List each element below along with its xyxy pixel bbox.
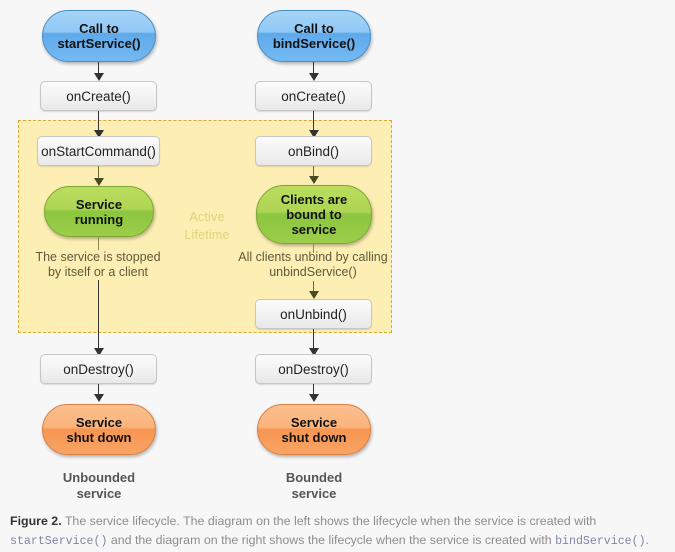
connector — [98, 62, 100, 75]
arrowhead-icon — [309, 130, 319, 138]
node-right-on-create: onCreate() — [255, 81, 372, 111]
arrowhead-icon — [94, 394, 104, 402]
caption-text-2: and the diagram on the right shows the l… — [107, 533, 556, 547]
node-on-start-command: onStartCommand() — [37, 136, 160, 166]
connector — [313, 244, 315, 253]
connector — [98, 111, 100, 133]
arrowhead-icon — [309, 394, 319, 402]
arrowhead-icon — [94, 348, 104, 356]
node-on-bind: onBind() — [255, 136, 372, 166]
figure-number: Figure 2. — [10, 514, 62, 528]
connector — [313, 281, 315, 296]
caption-text-1: The service lifecycle. The diagram on th… — [61, 514, 597, 528]
node-on-unbind: onUnbind() — [255, 299, 372, 329]
connector — [98, 166, 100, 184]
arrowhead-icon — [309, 348, 319, 356]
node-left-on-destroy: onDestroy() — [40, 354, 157, 384]
connector — [98, 384, 100, 397]
connector — [98, 280, 100, 352]
arrowhead-icon — [309, 291, 319, 299]
caption-code-start-service: startService() — [10, 535, 108, 548]
node-left-on-create: onCreate() — [40, 81, 157, 111]
arrowhead-icon — [94, 178, 104, 186]
arrowhead-icon — [94, 130, 104, 138]
connector — [313, 384, 315, 397]
connector — [313, 111, 315, 133]
figure-caption: Figure 2. The service lifecycle. The dia… — [0, 505, 675, 552]
connector — [98, 237, 100, 250]
connector — [313, 166, 315, 182]
arrowhead-icon — [94, 73, 104, 81]
connector — [313, 329, 315, 352]
caption-text-3: . — [645, 533, 649, 547]
arrowhead-icon — [309, 176, 319, 184]
node-right-on-destroy: onDestroy() — [255, 354, 372, 384]
arrowhead-icon — [309, 73, 319, 81]
connector — [313, 62, 315, 75]
caption-code-bind-service: bindService() — [555, 535, 646, 548]
